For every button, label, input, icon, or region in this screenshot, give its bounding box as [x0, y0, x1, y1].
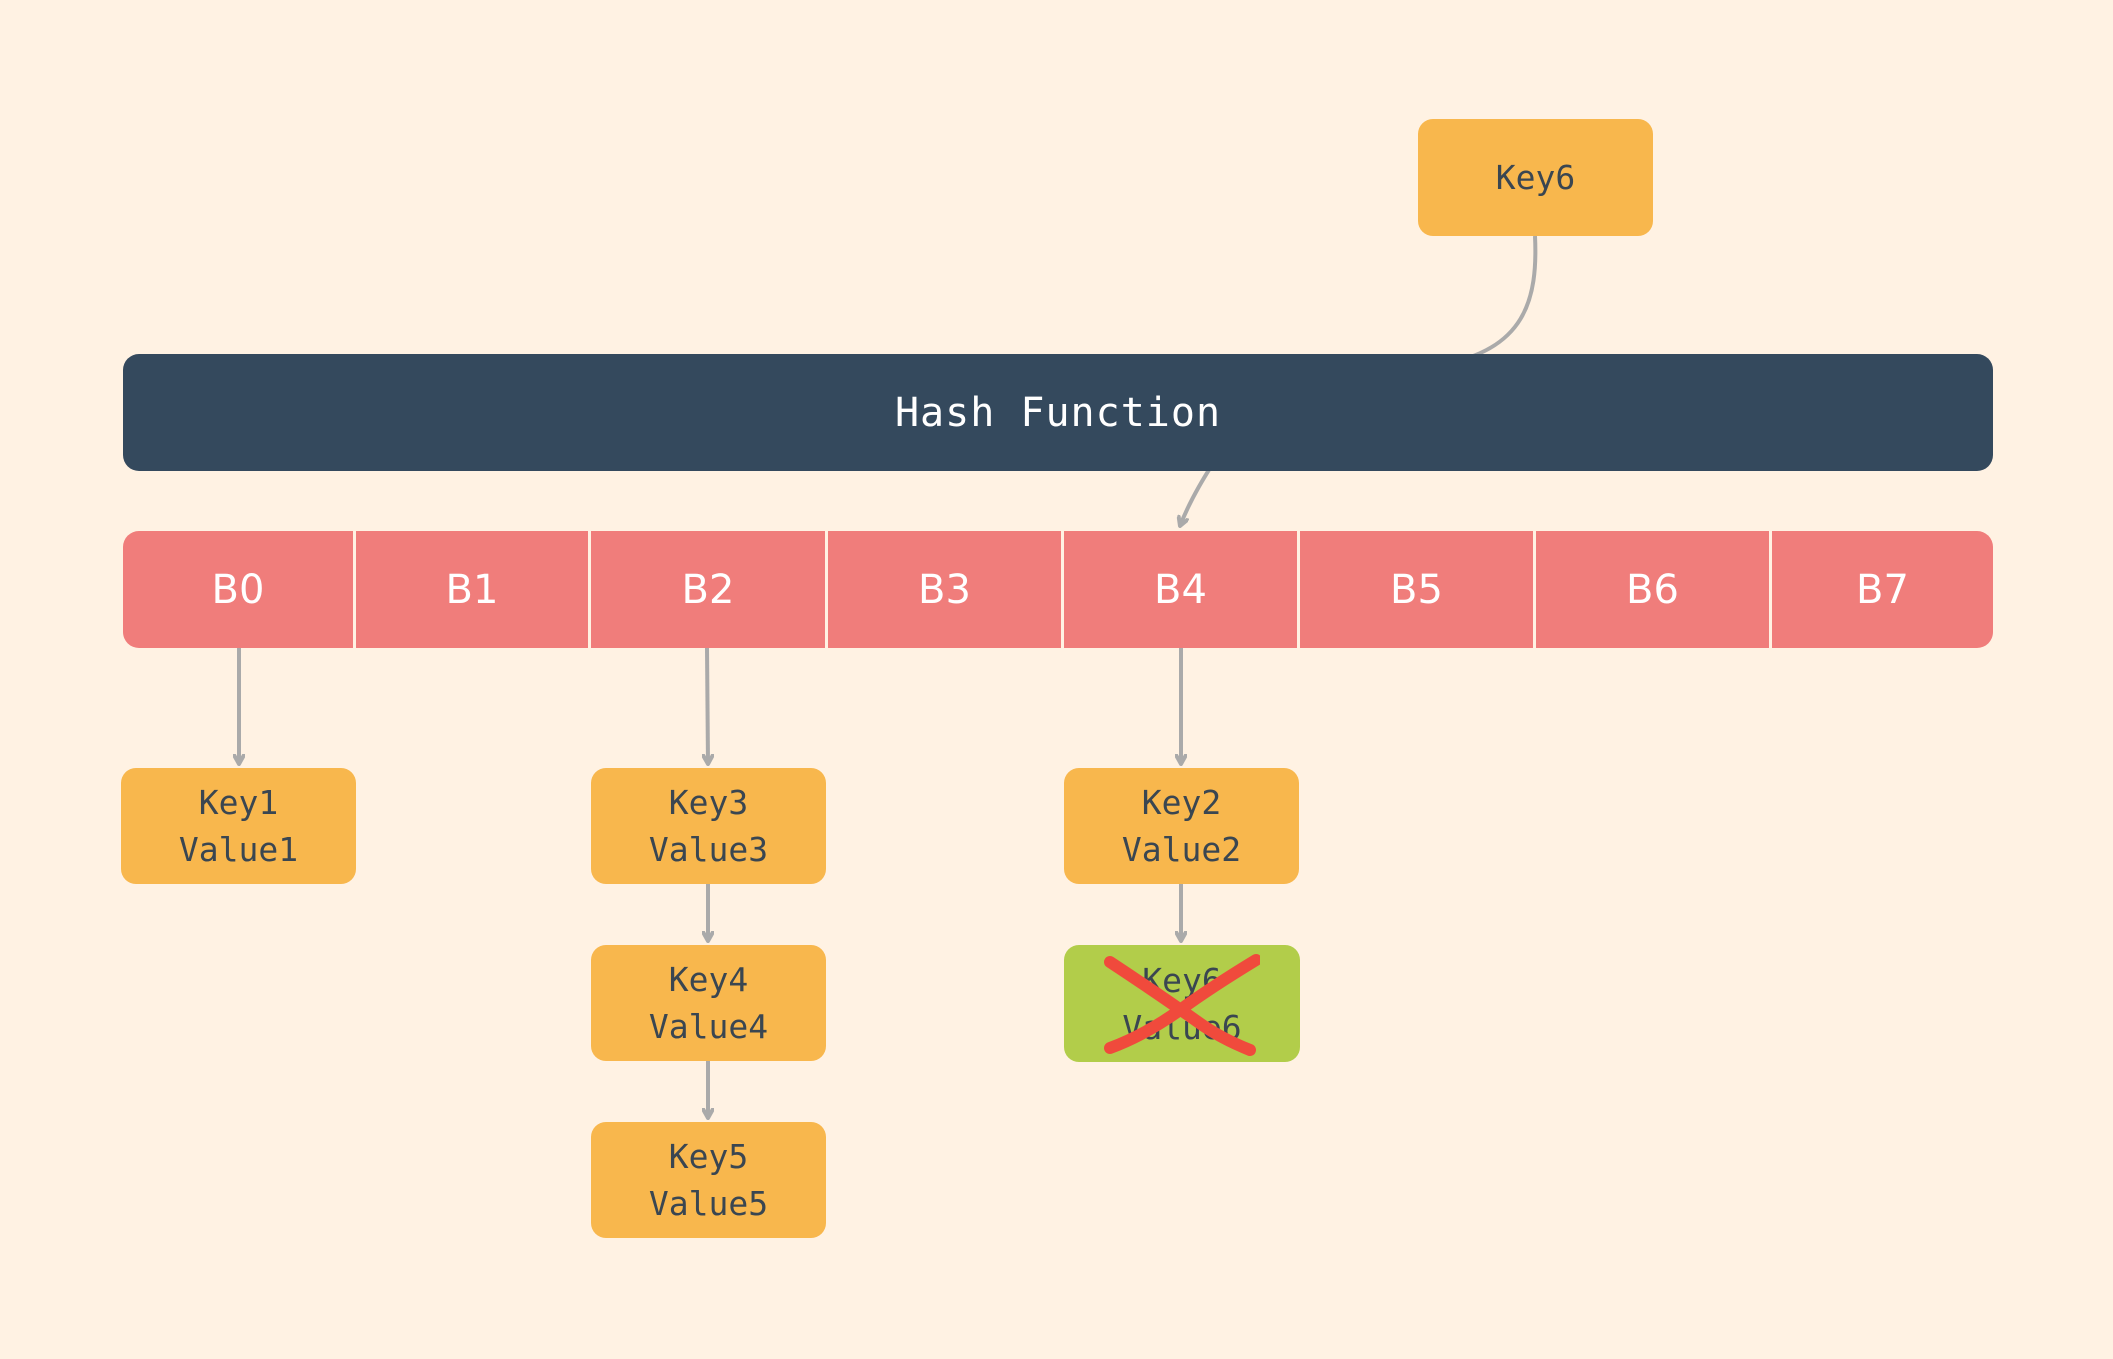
entry-value: Value4	[648, 1007, 769, 1046]
bucket-array: B0 B1 B2 B3 B4 B5 B6 B7	[123, 531, 1993, 648]
entry-value: Value2	[1121, 830, 1242, 869]
bucket-b0: B0	[123, 531, 356, 648]
entry-key6-removed: Key6 Value6	[1064, 945, 1300, 1062]
entry-key: Key1	[198, 783, 279, 822]
bucket-b1: B1	[356, 531, 591, 648]
entry-value: Value1	[178, 830, 299, 869]
incoming-key-label: Key6	[1495, 158, 1576, 197]
entry-key4: Key4 Value4	[591, 945, 826, 1061]
entry-value: Value5	[648, 1184, 769, 1223]
hash-function-block: Hash Function	[123, 354, 1993, 471]
bucket-b3: B3	[828, 531, 1064, 648]
entry-key: Key3	[668, 783, 749, 822]
entry-key3: Key3 Value3	[591, 768, 826, 884]
hash-function-label: Hash Function	[894, 389, 1222, 436]
entry-key1: Key1 Value1	[121, 768, 356, 884]
entry-value: Value6	[1122, 1007, 1242, 1047]
entry-key: Key5	[668, 1137, 749, 1176]
entry-key: Key6	[1142, 960, 1222, 1000]
arrow-b2-to-key3	[707, 647, 708, 764]
entry-key: Key2	[1141, 783, 1222, 822]
entry-key5: Key5 Value5	[591, 1122, 826, 1238]
entry-key2: Key2 Value2	[1064, 768, 1299, 884]
entry-key: Key4	[668, 960, 749, 999]
bucket-b2: B2	[591, 531, 828, 648]
entry-value: Value3	[648, 830, 769, 869]
incoming-key-node: Key6	[1418, 119, 1653, 236]
bucket-b5: B5	[1300, 531, 1536, 648]
bucket-b7: B7	[1856, 566, 1909, 613]
bucket-b4: B4	[1064, 531, 1300, 648]
bucket-b6: B6	[1536, 531, 1772, 648]
